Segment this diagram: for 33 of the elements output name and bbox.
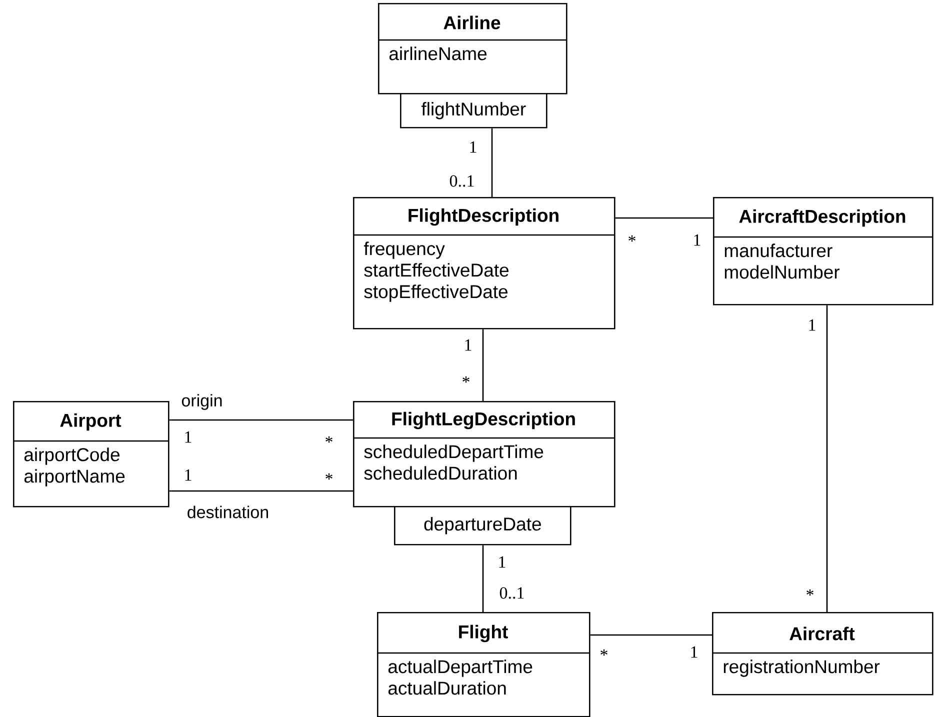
association-line [590, 634, 712, 636]
association-line [482, 545, 484, 612]
multiplicity: 1 [691, 646, 698, 658]
qualifier-box: flightNumber [400, 93, 548, 128]
multiplicity: * [326, 473, 332, 480]
association-line [615, 217, 713, 219]
multiplicity: 1 [465, 339, 472, 351]
multiplicity: 1 [499, 556, 506, 568]
association-line [169, 419, 353, 421]
role-name: origin [182, 394, 222, 410]
class-box: Airport airportCode airportName [13, 401, 170, 508]
multiplicity: * [462, 376, 470, 383]
multiplicity: 1 [470, 141, 476, 153]
multiplicity: * [326, 436, 332, 443]
multiplicity: * [628, 235, 636, 242]
multiplicity: * [600, 649, 608, 656]
qualifier-box: departureDate [394, 506, 572, 546]
multiplicity: 0..1 [450, 175, 474, 187]
association-line [491, 128, 493, 197]
class-box: Aircraft registrationNumber [712, 612, 934, 696]
multiplicity: 1 [185, 469, 192, 481]
class-box: FlightDescription frequency startEffectiveDate stopEffectiveDate [353, 197, 616, 330]
multiplicity: 0..1 [500, 587, 524, 599]
association-line [169, 490, 353, 492]
multiplicity: * [806, 589, 814, 596]
multiplicity: 1 [185, 431, 192, 443]
class-box: AircraftDescription manufacturer modelNumber [713, 197, 934, 306]
role-name: destination [188, 506, 268, 518]
multiplicity: 1 [809, 319, 816, 331]
multiplicity: 1 [694, 234, 700, 246]
association-line [826, 305, 828, 612]
association-line [482, 329, 484, 401]
class-box: Flight actualDepartTime actualDuration [377, 612, 590, 717]
